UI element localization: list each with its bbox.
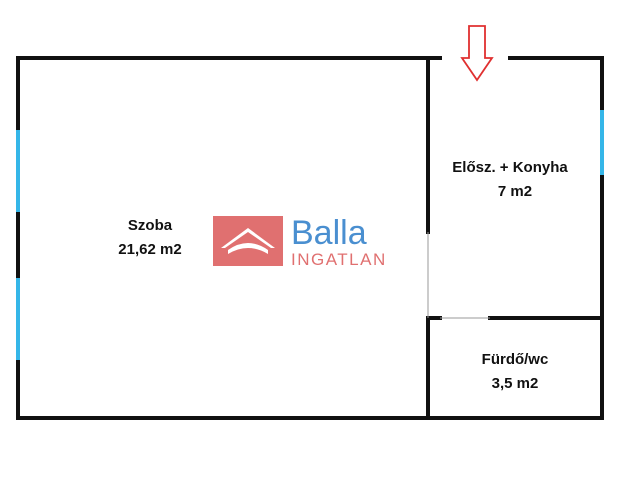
logo-name: Balla — [291, 214, 367, 252]
windows — [16, 110, 604, 360]
room-name-szoba: Szoba — [127, 217, 173, 234]
house-icon — [213, 216, 283, 266]
room-name-furdo: Fürdő/wc — [481, 351, 549, 368]
logo-subtitle: INGATLAN — [291, 250, 387, 269]
door-openings — [427, 232, 490, 319]
down-arrow-icon — [460, 25, 494, 82]
room-label-furdo: Fürdő/wc 3,5 m2 — [455, 348, 575, 396]
room-area-eloszoba: 7 m2 — [497, 183, 533, 200]
balla-logo: Balla INGATLAN — [213, 214, 433, 269]
room-name-eloszoba: Elősz. + Konyha — [452, 159, 568, 176]
room-label-eloszoba: Elősz. + Konyha 7 m2 — [430, 156, 590, 204]
room-area-furdo: 3,5 m2 — [491, 375, 539, 392]
room-label-szoba: Szoba 21,62 m2 — [95, 214, 205, 262]
room-area-szoba: 21,62 m2 — [118, 241, 182, 258]
